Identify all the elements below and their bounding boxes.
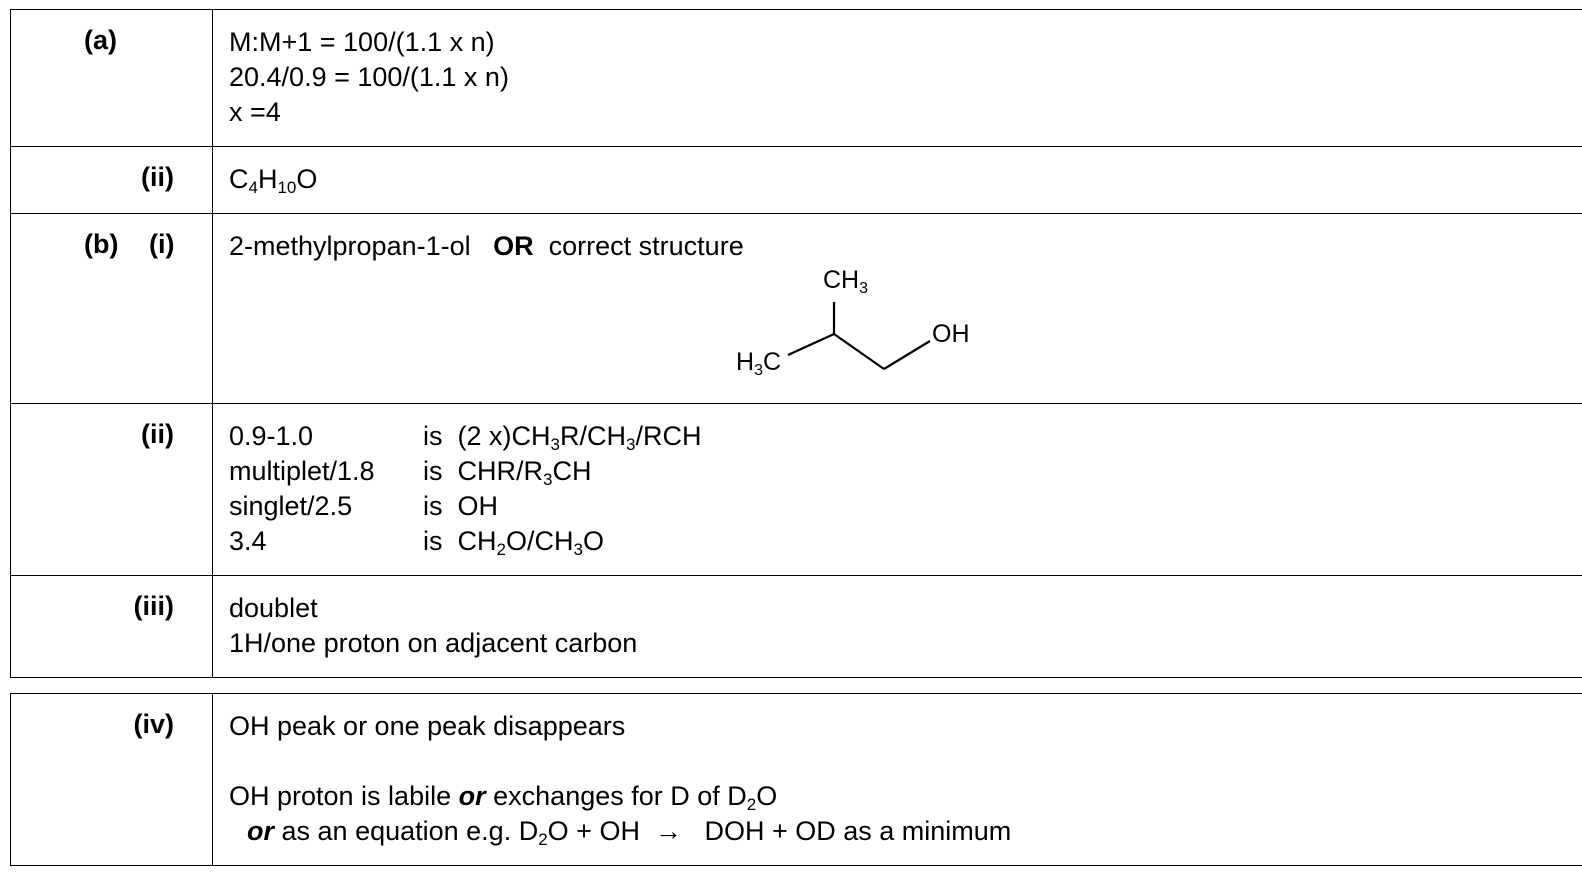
answer-a-line-2: 20.4/0.9 = 100/(1.1 x n): [229, 62, 509, 92]
row-b-iii: (iii) doublet 1H/one proton on adjacent …: [10, 575, 1582, 678]
answer-iv-line-3: or as an equation e.g. D2O + OH → DOH + …: [247, 816, 1012, 849]
row-a-ii: (ii) C4H10O: [10, 146, 1582, 214]
group-ch3-top: CH3: [823, 266, 869, 297]
formula-h-count: 10: [277, 178, 297, 197]
label-a: (a): [84, 25, 117, 55]
answer-cell-b-i: 2-methylpropan-1-ol OR correct structure: [212, 213, 1582, 404]
nmr-row: singlet/2.5 is OH: [229, 489, 1582, 524]
formula-h: H: [257, 164, 278, 194]
bond-left: [787, 332, 835, 357]
nmr-assignment: CH2O/CH3O: [457, 526, 604, 559]
answer-iv-line-2: OH proton is labile or exchanges for D o…: [229, 781, 778, 814]
answer-b-iii-line-2: 1H/one proton on adjacent carbon: [229, 628, 638, 658]
group-h3c-left: H3C: [736, 348, 782, 379]
nmr-assignment: CHR/R3CH: [457, 456, 592, 489]
nmr-row: 0.9-1.0 is (2 x)CH3R/CH3/RCH: [229, 419, 1582, 454]
or-keyword: OR: [493, 231, 534, 261]
nmr-assignment: (2 x)CH3R/CH3/RCH: [457, 421, 702, 454]
label-cell-a-ii: (ii): [10, 146, 213, 214]
or-emphasis: or: [458, 781, 486, 811]
row-b-ii: (ii) 0.9-1.0 is (2 x)CH3R/CH3/RCH multipl…: [10, 403, 1582, 576]
nmr-is: is: [423, 456, 443, 486]
nmr-shift: 0.9-1.0: [229, 421, 314, 451]
nmr-shift: multiplet/1.8: [229, 456, 375, 486]
skeletal-structure: CH3 H3C OH: [720, 262, 1000, 392]
or-emphasis: or: [247, 816, 274, 846]
answer-cell-a-ii: C4H10O: [212, 146, 1582, 214]
row-a: (a) M:M+1 = 100/(1.1 x n) 20.4/0.9 = 100…: [10, 9, 1582, 147]
answer-iv-line-1: OH peak or one peak disappears: [229, 711, 626, 741]
nmr-is: is: [423, 526, 443, 556]
label-cell-b-ii: (ii): [10, 403, 213, 576]
nmr-is: is: [423, 421, 443, 451]
answer-b-i-line: 2-methylpropan-1-ol OR correct structure: [229, 229, 1582, 264]
answer-cell-b-ii: 0.9-1.0 is (2 x)CH3R/CH3/RCH multiplet/1.…: [212, 403, 1582, 576]
mark-scheme-table-2: (iv) OH peak or one peak disappears OH p…: [10, 693, 1582, 866]
mark-scheme-table-1: (a) M:M+1 = 100/(1.1 x n) 20.4/0.9 = 100…: [10, 9, 1582, 678]
nmr-row: multiplet/1.8 is CHR/R3CH: [229, 454, 1582, 489]
bond-middle: [833, 333, 885, 370]
group-oh: OH: [932, 320, 970, 348]
label-cell-b-i: (b) (i): [10, 213, 213, 404]
molecular-formula: C4H10O: [229, 164, 318, 197]
formula-c: C: [229, 164, 249, 194]
bond-to-oh: [883, 340, 931, 370]
formula-c-count: 4: [248, 178, 258, 197]
label-cell-iv: (iv): [10, 693, 213, 866]
row-iv: (iv) OH peak or one peak disappears OH p…: [10, 693, 1582, 866]
answer-cell-a: M:M+1 = 100/(1.1 x n) 20.4/0.9 = 100/(1.…: [212, 9, 1582, 147]
label-cell-a: (a): [10, 9, 213, 147]
answer-a-line-1: M:M+1 = 100/(1.1 x n): [229, 27, 495, 57]
row-b-i: (b) (i) 2-methylpropan-1-ol OR correct s…: [10, 213, 1582, 404]
answer-cell-b-iii: doublet 1H/one proton on adjacent carbon: [212, 575, 1582, 678]
answer-cell-iv: OH peak or one peak disappears OH proton…: [212, 693, 1582, 866]
label-b-i: (i): [149, 229, 175, 259]
answer-b-iii-line-1: doublet: [229, 593, 318, 623]
spacer: [229, 744, 1582, 779]
label-b: (b): [84, 229, 119, 259]
structure-note: correct structure: [548, 231, 744, 261]
answer-a-line-3: x =4: [229, 97, 281, 127]
label-cell-b-iii: (iii): [10, 575, 213, 678]
arrow-icon: →: [654, 816, 682, 846]
skeletal-bonds: [787, 302, 931, 370]
nmr-shift: 3.4: [229, 526, 267, 556]
nmr-assignment: OH: [457, 491, 499, 521]
nmr-is: is: [423, 491, 443, 521]
formula-o: O: [296, 164, 318, 194]
compound-name: 2-methylpropan-1-ol: [229, 231, 471, 261]
nmr-row: 3.4 is CH2O/CH3O: [229, 524, 1582, 559]
nmr-shift: singlet/2.5: [229, 491, 353, 521]
